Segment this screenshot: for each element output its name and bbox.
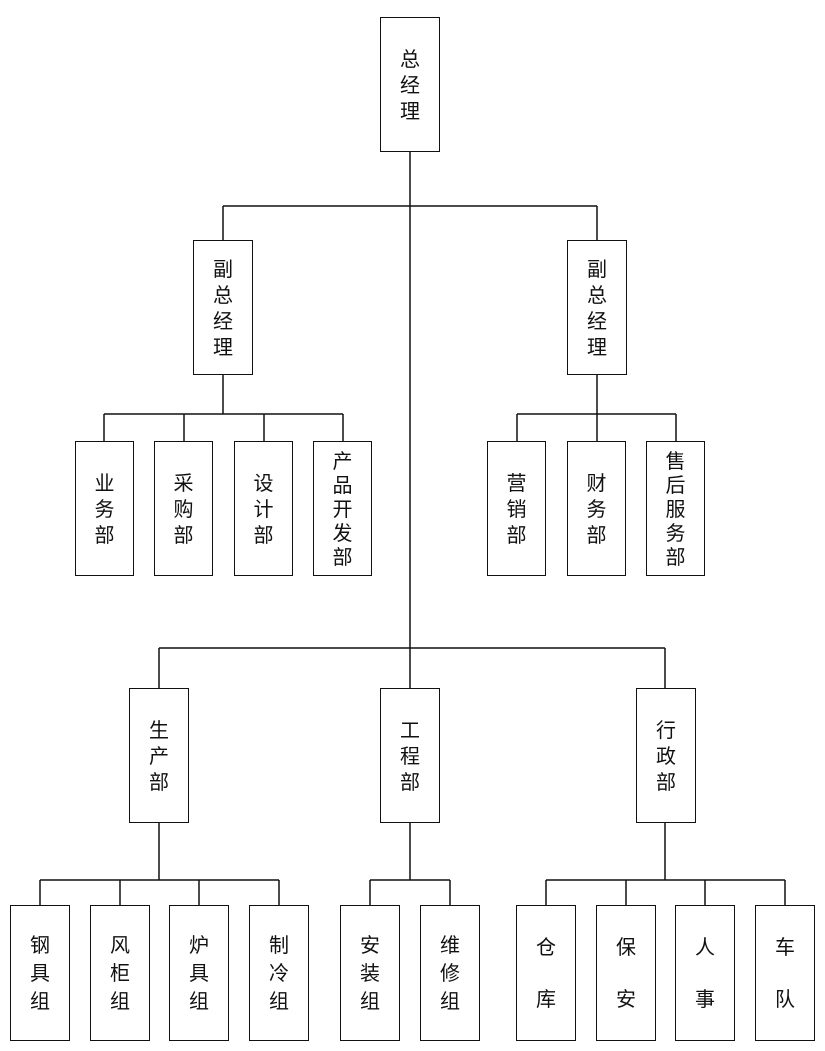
node-administration-char: 政 bbox=[656, 743, 676, 768]
node-purchasing-char: 部 bbox=[173, 522, 194, 547]
node-after-sales-char: 后 bbox=[665, 472, 686, 497]
node-fleet-char: 车 bbox=[775, 935, 795, 959]
node-after-sales-char: 服 bbox=[665, 496, 686, 521]
node-vp-right-char: 副 bbox=[587, 256, 607, 281]
node-cabinet-group-char: 风 bbox=[110, 933, 130, 957]
node-finance-char: 财 bbox=[586, 470, 607, 495]
node-stove-group-char: 炉 bbox=[189, 933, 209, 957]
node-design-char: 设 bbox=[253, 470, 274, 495]
node-steel-group-char: 组 bbox=[30, 989, 50, 1013]
node-administration-char: 部 bbox=[656, 769, 676, 794]
node-steel-group-char: 钢 bbox=[30, 933, 50, 957]
node-product-dev-char: 开 bbox=[332, 496, 353, 521]
node-refrigeration-group-char: 组 bbox=[269, 989, 289, 1013]
node-vp-right-char: 总 bbox=[587, 282, 607, 307]
node-warehouse-char: 仓 bbox=[536, 935, 556, 959]
node-purchasing: 采 购 部 bbox=[154, 441, 213, 576]
node-after-sales-char: 务 bbox=[665, 520, 686, 545]
node-security: 保 安 bbox=[596, 905, 656, 1041]
node-maintenance-group-char: 组 bbox=[440, 989, 460, 1013]
node-marketing: 营 销 部 bbox=[487, 441, 546, 576]
node-installation-group-char: 安 bbox=[360, 933, 380, 957]
node-engineering-char: 部 bbox=[400, 769, 420, 794]
node-installation-group: 安 装 组 bbox=[340, 905, 400, 1041]
node-vp-right-char: 经 bbox=[587, 308, 607, 333]
node-installation-group-char: 组 bbox=[360, 989, 380, 1013]
node-maintenance-group-char: 维 bbox=[440, 933, 460, 957]
node-marketing-char: 营 bbox=[506, 470, 527, 495]
node-production-char: 产 bbox=[149, 743, 169, 768]
node-vp-left-char: 经 bbox=[213, 308, 233, 333]
node-product-dev-char: 产 bbox=[332, 448, 353, 473]
node-design-char: 部 bbox=[253, 522, 274, 547]
node-production-char: 部 bbox=[149, 769, 169, 794]
node-cabinet-group: 风 柜 组 bbox=[90, 905, 150, 1041]
node-business-char: 部 bbox=[94, 522, 115, 547]
node-finance-char: 部 bbox=[586, 522, 607, 547]
node-production: 生 产 部 bbox=[129, 688, 189, 823]
node-ceo: 总 经 理 bbox=[380, 17, 440, 152]
node-ceo-char: 理 bbox=[400, 98, 420, 123]
node-engineering-char: 程 bbox=[400, 743, 420, 768]
node-hr: 人 事 bbox=[675, 905, 735, 1041]
node-installation-group-char: 装 bbox=[360, 961, 380, 985]
node-purchasing-char: 购 bbox=[173, 496, 194, 521]
node-design: 设 计 部 bbox=[234, 441, 293, 576]
node-after-sales: 售 后 服 务 部 bbox=[646, 441, 705, 576]
node-ceo-char: 总 bbox=[400, 46, 420, 71]
node-engineering-char: 工 bbox=[400, 717, 420, 742]
node-business-char: 业 bbox=[94, 470, 115, 495]
node-refrigeration-group-char: 制 bbox=[269, 933, 289, 957]
node-vp-left-char: 总 bbox=[213, 282, 233, 307]
node-vp-left: 副 总 经 理 bbox=[193, 240, 253, 375]
node-business: 业 务 部 bbox=[75, 441, 134, 576]
node-cabinet-group-char: 组 bbox=[110, 989, 130, 1013]
node-vp-right-char: 理 bbox=[587, 334, 607, 359]
node-refrigeration-group-char: 冷 bbox=[269, 961, 289, 985]
node-cabinet-group-char: 柜 bbox=[110, 961, 130, 985]
node-product-dev: 产 品 开 发 部 bbox=[313, 441, 372, 576]
node-steel-group: 钢 具 组 bbox=[10, 905, 70, 1041]
node-warehouse-char: 库 bbox=[536, 987, 556, 1011]
node-maintenance-group: 维 修 组 bbox=[420, 905, 480, 1041]
node-fleet-char: 队 bbox=[775, 987, 795, 1011]
node-security-char: 安 bbox=[616, 987, 636, 1011]
node-vp-left-char: 副 bbox=[213, 256, 233, 281]
node-warehouse: 仓 库 bbox=[516, 905, 576, 1041]
node-ceo-char: 经 bbox=[400, 72, 420, 97]
node-finance: 财 务 部 bbox=[567, 441, 626, 576]
node-vp-right: 副 总 经 理 bbox=[567, 240, 627, 375]
node-design-char: 计 bbox=[253, 496, 274, 521]
node-stove-group-char: 具 bbox=[189, 961, 209, 985]
node-hr-char: 人 bbox=[695, 935, 715, 959]
node-product-dev-char: 发 bbox=[332, 520, 353, 545]
node-after-sales-char: 部 bbox=[665, 544, 686, 569]
node-purchasing-char: 采 bbox=[173, 470, 194, 495]
node-stove-group: 炉 具 组 bbox=[169, 905, 229, 1041]
node-finance-char: 务 bbox=[586, 496, 607, 521]
node-engineering: 工 程 部 bbox=[380, 688, 440, 823]
node-production-char: 生 bbox=[149, 717, 169, 742]
node-hr-char: 事 bbox=[695, 987, 715, 1011]
node-stove-group-char: 组 bbox=[189, 989, 209, 1013]
node-fleet: 车 队 bbox=[755, 905, 815, 1041]
node-security-char: 保 bbox=[616, 935, 636, 959]
node-business-char: 务 bbox=[94, 496, 115, 521]
node-marketing-char: 销 bbox=[506, 496, 527, 521]
node-product-dev-char: 部 bbox=[332, 544, 353, 569]
node-maintenance-group-char: 修 bbox=[440, 961, 460, 985]
node-after-sales-char: 售 bbox=[665, 448, 686, 473]
node-steel-group-char: 具 bbox=[30, 961, 50, 985]
node-vp-left-char: 理 bbox=[213, 334, 233, 359]
node-refrigeration-group: 制 冷 组 bbox=[249, 905, 309, 1041]
node-administration-char: 行 bbox=[656, 717, 676, 742]
node-administration: 行 政 部 bbox=[636, 688, 696, 823]
node-marketing-char: 部 bbox=[506, 522, 527, 547]
node-product-dev-char: 品 bbox=[332, 472, 353, 497]
